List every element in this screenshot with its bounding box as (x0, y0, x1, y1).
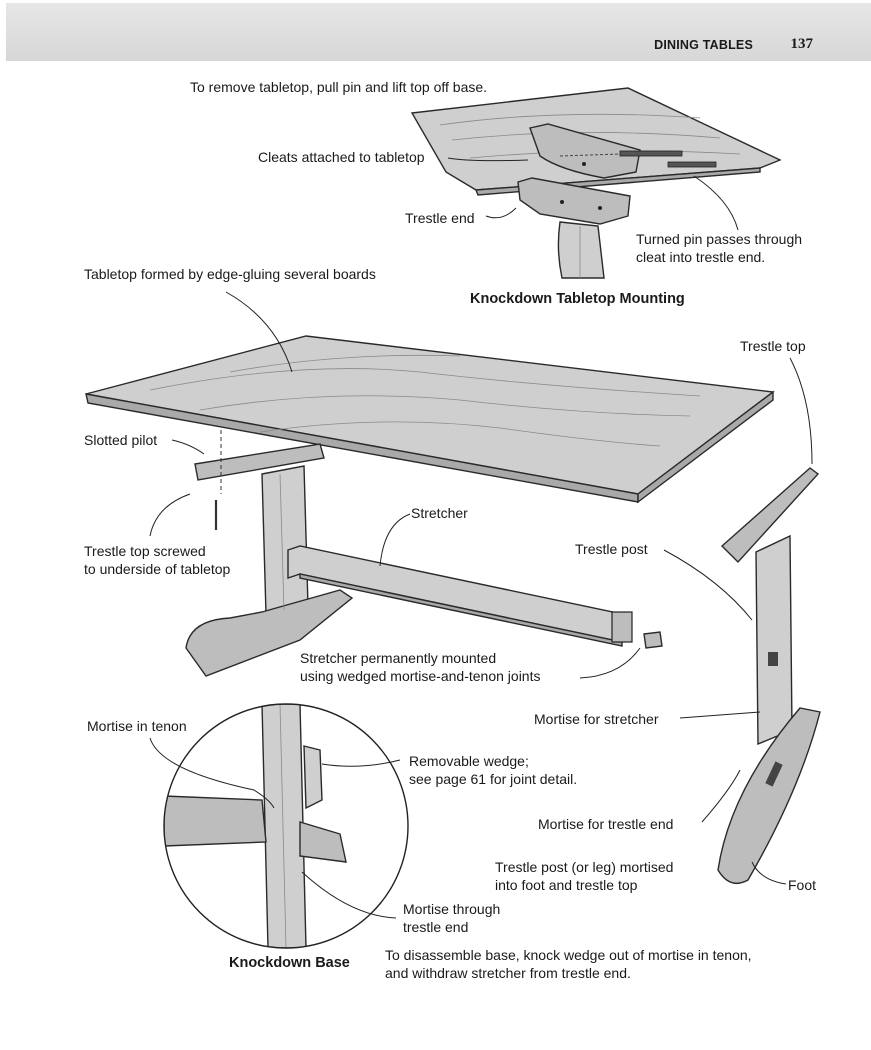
wedge-leader (321, 759, 401, 767)
tabletop-leader (225, 291, 293, 373)
label-trestle-end: Trestle end (405, 210, 475, 226)
label-post-mortised-line1: Trestle post (or leg) mortised (495, 859, 674, 875)
stretcher-leader (379, 513, 411, 567)
label-turned-pin-line2: cleat into trestle end. (636, 249, 766, 265)
exploded-trestle-top (720, 467, 820, 564)
screw-illustration (214, 430, 222, 530)
mortise-trestle-end-leader (701, 769, 741, 823)
cleat-illustration (529, 123, 641, 179)
exploded-trestle-post (755, 534, 793, 746)
turned-pin-illustration (559, 150, 717, 168)
cleats-leader (447, 157, 529, 162)
label-mortise-in-tenon: Mortise in tenon (87, 718, 187, 734)
mortise-in-tenon-leader (149, 737, 275, 809)
label-removable-wedge-line2: see page 61 for joint detail. (409, 771, 578, 787)
page-header-band (6, 3, 871, 61)
label-trestle-top: Trestle top (740, 338, 806, 354)
turned-pin-leader (693, 175, 739, 231)
label-stretcher-mounted-line2: using wedged mortise-and-tenon joints (300, 668, 541, 684)
label-disassemble: To disassemble base, knock wedge out of … (385, 946, 752, 982)
label-turned-pin: Turned pin passes through cleat into tre… (636, 230, 802, 266)
detail-circle (163, 703, 409, 949)
mortise-stretcher-leader (679, 711, 761, 719)
trestle-post-leader (663, 549, 753, 621)
slotted-pilot-leader (171, 439, 205, 455)
label-turned-pin-line1: Turned pin passes through (636, 231, 803, 247)
foot-leader (751, 861, 787, 885)
page-number: 137 (790, 36, 814, 52)
label-stretcher-mounted-line1: Stretcher permanently mounted (300, 650, 497, 666)
label-mortise-through: Mortise through trestle end (403, 900, 500, 936)
trestle-end-illustration (517, 177, 631, 279)
label-cleats: Cleats attached to tabletop (258, 149, 425, 165)
trestle-base-illustration (185, 443, 354, 677)
label-foot: Foot (788, 877, 817, 893)
exploded-foot (717, 707, 821, 884)
label-stretcher: Stretcher (411, 505, 468, 521)
label-mortise-through-line1: Mortise through (403, 901, 501, 917)
label-trestle-top-screwed-line1: Trestle top screwed (84, 543, 206, 559)
label-remove-tabletop: To remove tabletop, pull pin and lift to… (190, 79, 488, 95)
label-post-mortised-line2: into foot and trestle top (495, 877, 638, 893)
label-post-mortised: Trestle post (or leg) mortised into foot… (495, 858, 673, 894)
label-mortise-through-line2: trestle end (403, 919, 469, 935)
label-disassemble-line1: To disassemble base, knock wedge out of … (385, 947, 752, 963)
label-disassemble-line2: and withdraw stretcher from trestle end. (385, 965, 631, 981)
mortise-through-leader (301, 871, 397, 919)
label-tabletop-formed: Tabletop formed by edge-gluing several b… (84, 266, 376, 282)
stretcher-illustration (287, 545, 633, 647)
label-removable-wedge-line1: Removable wedge; (409, 753, 529, 769)
caption-knockdown-base: Knockdown Base (229, 955, 350, 971)
label-slotted-pilot: Slotted pilot (84, 432, 158, 448)
section-title: DINING TABLES (654, 38, 753, 52)
label-trestle-top-screwed-line2: to underside of tabletop (84, 561, 231, 577)
trestle-end-leader (485, 207, 517, 219)
trestle-top-leader (789, 357, 813, 465)
label-stretcher-mounted: Stretcher permanently mounted using wedg… (300, 649, 540, 685)
label-removable-wedge: Removable wedge; see page 61 for joint d… (409, 752, 577, 788)
stretcher-mounted-leader (579, 647, 641, 679)
knockdown-base-detail (164, 704, 408, 948)
screwed-leader (149, 493, 191, 537)
tabletop-illustration (85, 335, 775, 504)
caption-knockdown-mounting: Knockdown Tabletop Mounting (470, 291, 685, 307)
wedge-small-illustration (643, 631, 663, 649)
label-trestle-top-screwed: Trestle top screwed to underside of tabl… (84, 542, 230, 578)
label-trestle-post: Trestle post (575, 541, 648, 557)
label-mortise-trestle-end: Mortise for trestle end (538, 816, 674, 832)
label-mortise-for-stretcher: Mortise for stretcher (534, 711, 659, 727)
